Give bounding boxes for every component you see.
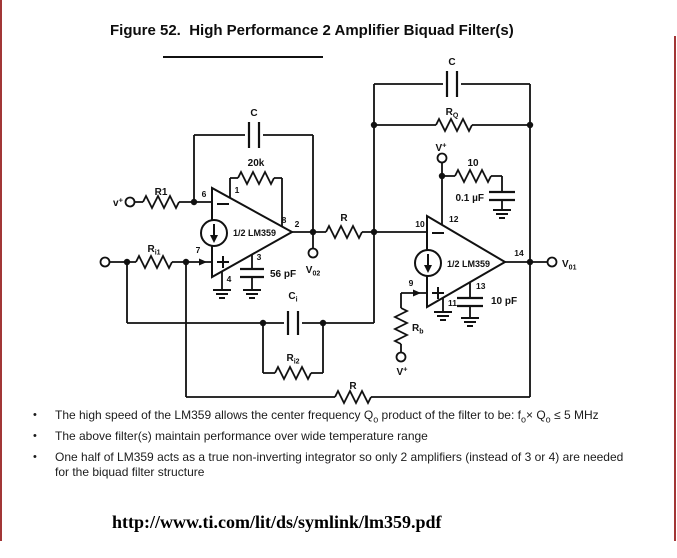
label-vo2: V02 bbox=[306, 265, 321, 278]
label-r-bottom: R bbox=[349, 381, 357, 392]
pin-14: 14 bbox=[514, 248, 524, 258]
note-text: The above filter(s) maintain performance… bbox=[55, 429, 428, 443]
ground-icon-01uF bbox=[493, 209, 511, 219]
ground-icon-10pF bbox=[461, 317, 479, 327]
terminal-vo2 bbox=[307, 247, 319, 259]
label-ri1: Ri1 bbox=[147, 244, 160, 257]
pin-8: 8 bbox=[282, 215, 287, 225]
list-item: • The high speed of the LM359 allows the… bbox=[33, 408, 633, 425]
terminal-vplus-bottom bbox=[395, 351, 407, 363]
label-20k: 20k bbox=[248, 158, 265, 169]
biquad-filter-schematic: v+ R1 Ri1 20k C 1/2 LM359 56 pF V02 R Ci… bbox=[99, 56, 577, 405]
ground-icon-56pF bbox=[243, 289, 261, 299]
note-text: The high speed of the LM359 allows the c… bbox=[55, 408, 599, 425]
label-amp2-name: 1/2 LM359 bbox=[447, 259, 490, 269]
resistor-20k bbox=[237, 169, 275, 187]
source-url[interactable]: http://www.ti.com/lit/ds/symlink/lm359.p… bbox=[112, 512, 442, 532]
junction-dots bbox=[123, 121, 534, 327]
label-c-amp1: C bbox=[250, 108, 257, 119]
bullet-icon: • bbox=[33, 451, 37, 463]
bullet-icon: • bbox=[33, 430, 37, 442]
note-text: One half of LM359 acts as a true non-inv… bbox=[55, 450, 624, 479]
resistor-Ri2 bbox=[274, 364, 312, 382]
pin-1: 1 bbox=[235, 185, 240, 195]
pin-6: 6 bbox=[202, 189, 207, 199]
label-vo1: V01 bbox=[562, 259, 577, 272]
arrow-into-pin7 bbox=[199, 258, 207, 266]
label-c-top: C bbox=[448, 57, 455, 68]
label-ri2: Ri2 bbox=[286, 353, 299, 366]
label-amp1-name: 1/2 LM359 bbox=[233, 228, 276, 238]
list-item: • The above filter(s) maintain performan… bbox=[33, 429, 633, 444]
label-56pf: 56 pF bbox=[270, 269, 296, 280]
resistor-Rb bbox=[392, 307, 410, 345]
pin-4: 4 bbox=[227, 274, 232, 284]
pin-12: 12 bbox=[449, 214, 459, 224]
label-10pf: 10 pF bbox=[491, 296, 517, 307]
terminals bbox=[99, 152, 558, 363]
pin-7: 7 bbox=[196, 245, 201, 255]
pin-10: 10 bbox=[415, 219, 425, 229]
pin-3: 3 bbox=[257, 252, 262, 262]
capacitor-C-amp1 bbox=[247, 122, 261, 148]
opamp2-noninverting-marker bbox=[432, 287, 444, 299]
list-item: • One half of LM359 acts as a true non-i… bbox=[33, 450, 633, 480]
capacitor-01uF bbox=[489, 190, 515, 202]
pin-11: 11 bbox=[448, 298, 457, 308]
label-ci: Ci bbox=[288, 291, 297, 304]
resistor-R-bottom bbox=[334, 388, 372, 405]
pin-2: 2 bbox=[295, 219, 300, 229]
notes-list: • The high speed of the LM359 allows the… bbox=[33, 408, 633, 486]
resistor-R1 bbox=[142, 193, 180, 211]
opamp1-noninverting-marker bbox=[217, 256, 229, 268]
red-border-left bbox=[0, 0, 2, 541]
label-r10: 10 bbox=[467, 158, 479, 169]
resistor-R-mid bbox=[325, 223, 363, 241]
resistor-Ri1 bbox=[135, 253, 173, 271]
capacitor-Ci bbox=[286, 311, 300, 335]
terminal-vplus-top bbox=[436, 152, 448, 164]
figure-title: Figure 52. High Performance 2 Amplifier … bbox=[110, 22, 514, 39]
terminal-input bbox=[99, 256, 111, 268]
label-01uf: 0.1 µF bbox=[455, 193, 484, 204]
label-vplus-bottom: V+ bbox=[396, 365, 408, 379]
current-source-icon-amp1 bbox=[200, 219, 228, 247]
capacitor-C-top bbox=[445, 71, 459, 97]
label-vplus-left: v+ bbox=[113, 196, 124, 210]
label-rb: Rb bbox=[412, 323, 424, 336]
wire-net bbox=[109, 83, 547, 398]
terminal-vo1 bbox=[546, 256, 558, 268]
label-r1: R1 bbox=[155, 187, 168, 198]
capacitor-56pF bbox=[240, 267, 264, 279]
label-rq: RQ bbox=[446, 107, 459, 120]
ground-icon-pin11 bbox=[434, 311, 452, 321]
bullet-icon: • bbox=[33, 409, 37, 421]
label-r-mid: R bbox=[340, 213, 348, 224]
terminal-vplus-left bbox=[124, 196, 136, 208]
current-source-icon-amp2 bbox=[414, 249, 442, 277]
red-border-right bbox=[674, 36, 676, 541]
ground-icon-pin4 bbox=[213, 289, 231, 299]
resistor-10 bbox=[454, 167, 492, 185]
resistor-RQ bbox=[435, 116, 473, 134]
arrow-into-pin9 bbox=[413, 289, 421, 297]
capacitor-10pF bbox=[457, 296, 483, 308]
pin-13: 13 bbox=[476, 281, 486, 291]
pin-9: 9 bbox=[409, 278, 414, 288]
label-vplus-top: V+ bbox=[435, 141, 447, 155]
